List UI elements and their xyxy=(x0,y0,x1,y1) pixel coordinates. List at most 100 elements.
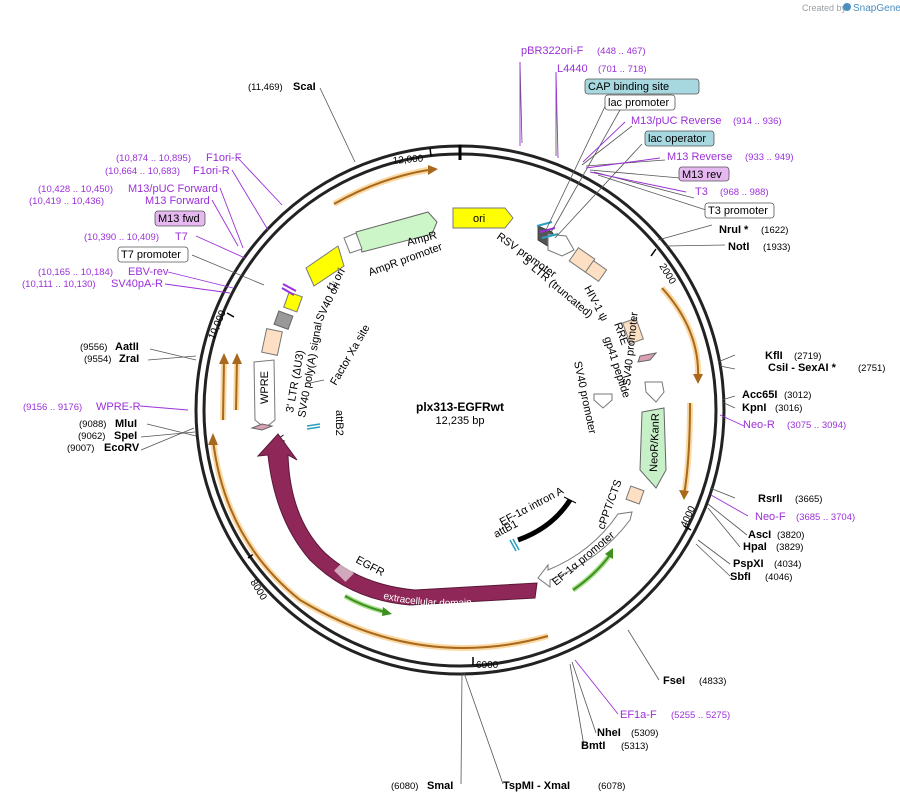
neor-label: NeoR/KanR xyxy=(648,413,662,472)
site-name-xmai: TspMI - XmaI xyxy=(503,780,570,792)
ef1a-promoter-arrow xyxy=(537,511,633,588)
sv40-ori-label: SV40 ori xyxy=(314,280,343,323)
site-coord-noti: (1933) xyxy=(763,242,790,253)
primer-coord-f1ori-f: (10,874 .. 10,895) xyxy=(116,153,191,164)
primer-coord-m13-forward: (10,419 .. 10,436) xyxy=(29,196,104,207)
site-name-spei: SpeI xyxy=(114,430,137,442)
site-coord-acc65i: (3012) xyxy=(784,390,811,401)
site-coord-fsei: (4833) xyxy=(699,676,726,687)
primer-coord-m13-reverse: (933 .. 949) xyxy=(745,152,794,163)
primer-lines xyxy=(139,62,749,715)
site-coord-hpai: (3829) xyxy=(776,542,803,553)
snapgene-credit: Created by SnapGene xyxy=(802,3,900,14)
restriction-sites: (11,469) ScaI NruI * (1622) NotI (1933) … xyxy=(67,81,885,792)
box-cap-binding-site: CAP binding site xyxy=(588,81,669,93)
box-lac-operator: lac operator xyxy=(648,133,706,145)
site-coord-nrui: (1622) xyxy=(761,225,788,236)
neor-arrow xyxy=(639,407,667,489)
primer-coord-ef1a-f: (5255 .. 5275) xyxy=(671,710,730,721)
primer-name-m13-forward: M13 Forward xyxy=(145,195,210,207)
primer-name-m13puc-reverse: M13/pUC Reverse xyxy=(631,115,721,127)
primer-name-t3: T3 xyxy=(695,186,708,198)
box-t7-promoter: T7 promoter xyxy=(121,249,181,261)
box-t3-promoter: T3 promoter xyxy=(708,205,768,217)
site-name-mlui: MluI xyxy=(115,418,137,430)
gp41-arrow xyxy=(637,352,658,363)
top-cluster-markers xyxy=(281,221,559,296)
site-coord-nhei: (5309) xyxy=(631,728,658,739)
attb2-label: attB2 xyxy=(333,410,345,436)
f1-ori-arrow xyxy=(305,245,345,287)
site-name-bmti: BmtI xyxy=(581,740,605,752)
hiv-psi-box xyxy=(584,259,608,283)
site-coord-asci: (3820) xyxy=(777,530,804,541)
site-name-kpni: KpnI xyxy=(742,402,766,414)
ampr-promoter-arrow xyxy=(343,232,363,254)
site-coord-pspxi: (4034) xyxy=(774,559,801,570)
site-coord-spei: (9062) xyxy=(78,431,105,442)
primer-coord-wpre-r: (9156 .. 9176) xyxy=(23,402,82,413)
site-coord-zrai: (9554) xyxy=(84,354,111,365)
factor-xa-label: Factor Xa site xyxy=(328,323,372,388)
primer-coord-pbr322ori-f: (448 .. 467) xyxy=(597,46,646,57)
ori-label: ori xyxy=(473,213,485,225)
site-name-fsei: FseI xyxy=(663,675,685,687)
plasmid-name: plx313-EGFRwt xyxy=(416,400,504,414)
site-coord-csii: (2751) xyxy=(858,363,885,374)
primer-name-t7: T7 xyxy=(175,231,188,243)
ltr3-box xyxy=(261,328,283,356)
v5-tag-arrow xyxy=(250,423,274,431)
primer-name-neo-f: Neo-F xyxy=(755,511,786,523)
primer-name-m13-reverse: M13 Reverse xyxy=(667,151,732,163)
site-name-pspxi: PspXI xyxy=(733,558,764,570)
tick-label-12000: 12,000 xyxy=(392,153,424,167)
site-coord-kpni: (3016) xyxy=(775,403,802,414)
site-coord-rsrii: (3665) xyxy=(795,494,822,505)
orf-arcs xyxy=(208,165,703,651)
site-coord-sbfi: (4046) xyxy=(765,572,792,583)
wpre-label: WPRE xyxy=(259,371,271,404)
credit-prefix: Created by xyxy=(802,3,847,13)
tick-label-4000: 4000 xyxy=(679,504,699,529)
site-name-rsrii: RsrII xyxy=(758,493,782,505)
cppt-box xyxy=(625,485,645,505)
site-name-nrui: NruI * xyxy=(719,224,749,236)
tick-label-2000: 2000 xyxy=(656,262,677,287)
primer-name-f1ori-f: F1ori-F xyxy=(206,152,242,164)
primers: pBR322ori-F (448 .. 467) L4440 (701 .. 7… xyxy=(22,45,855,721)
ori-arrow xyxy=(452,207,514,229)
site-coord-kfli: (2719) xyxy=(794,351,821,362)
primer-name-f1ori-r: F1ori-R xyxy=(193,165,230,177)
rsv-promoter-arrow xyxy=(547,233,575,257)
site-coord-bmti: (5313) xyxy=(621,741,648,752)
wpre-arrow xyxy=(253,359,276,429)
primer-name-l4440: L4440 xyxy=(557,63,588,75)
site-name-zrai: ZraI xyxy=(119,353,139,365)
site-coord-xmai: (6078) xyxy=(598,781,625,792)
primer-coord-m13puc-forward: (10,428 .. 10,450) xyxy=(38,184,113,195)
site-coord-mlui: (9088) xyxy=(79,419,106,430)
primer-coord-sv40pa-r: (10,111 .. 10,130) xyxy=(22,279,96,290)
backbone xyxy=(194,144,726,676)
plasmid-size: 12,235 bp xyxy=(436,415,485,427)
site-name-sbfi: SbfI xyxy=(730,571,751,583)
primer-coord-m13puc-reverse: (914 .. 936) xyxy=(733,116,782,127)
primer-coord-l4440: (701 .. 718) xyxy=(598,64,647,75)
site-name-ecorv: EcoRV xyxy=(104,442,140,454)
site-name-kfli: KflI xyxy=(765,350,783,362)
site-name-smai: SmaI xyxy=(427,780,453,792)
tick-label-6000: 6000 xyxy=(476,660,499,671)
sv40-promoter-arrow-2 xyxy=(593,393,613,409)
site-name-acc65i: Acc65I xyxy=(742,389,777,401)
rre-box xyxy=(622,317,644,345)
box-m13-rev: M13 rev xyxy=(682,169,722,181)
egfr-arrow xyxy=(256,433,538,606)
primer-coord-f1ori-r: (10,664 .. 10,683) xyxy=(105,166,180,177)
site-name-csii: CsiI - SexAI * xyxy=(768,362,837,374)
credit-brand: SnapGene xyxy=(853,3,900,14)
site-coord-aatii: (9556) xyxy=(80,342,107,353)
site-name-asci: AscI xyxy=(748,529,771,541)
tick-label-8000: 8000 xyxy=(247,578,268,603)
site-coord-smai: (6080) xyxy=(391,781,418,792)
